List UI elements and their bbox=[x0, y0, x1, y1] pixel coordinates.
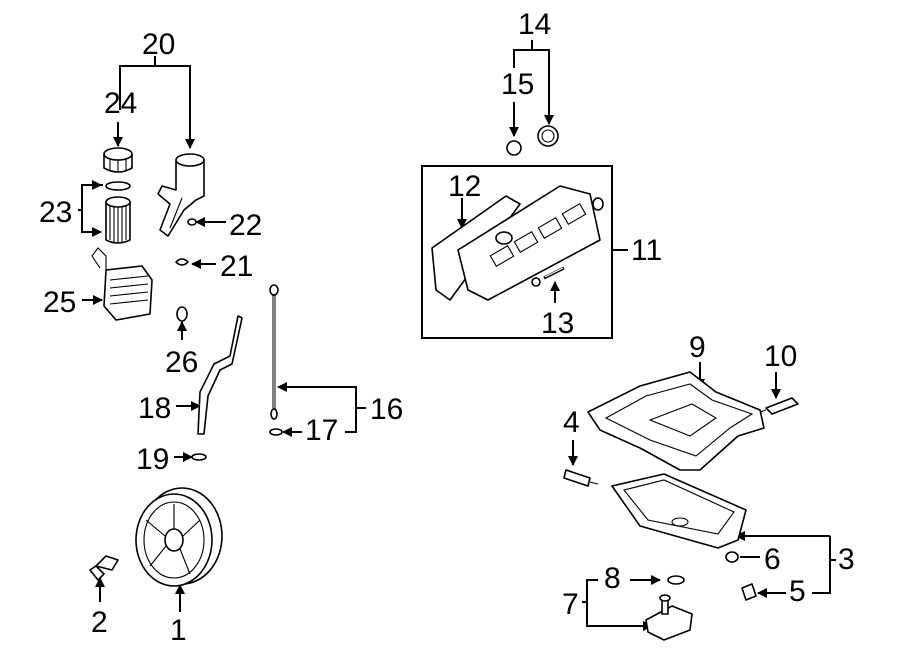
o-ring-8-part bbox=[667, 575, 685, 585]
callout-26: 26 bbox=[165, 346, 198, 379]
cap-gasket-part bbox=[506, 140, 522, 156]
cover-bolt-part bbox=[531, 266, 565, 287]
leader-lines bbox=[78, 40, 836, 631]
oil-filter-cap-part bbox=[103, 147, 133, 173]
sealant-tube-10-part bbox=[759, 397, 799, 415]
callout-10: 10 bbox=[764, 340, 797, 373]
valve-cover-seal-part bbox=[592, 197, 604, 211]
oil-filter-housing-part bbox=[157, 153, 205, 237]
callout-12: 12 bbox=[448, 170, 481, 203]
callout-25: 25 bbox=[43, 286, 76, 319]
lower-oil-pan-part bbox=[611, 473, 747, 549]
pulley-part bbox=[135, 487, 223, 587]
callout-13: 13 bbox=[541, 307, 574, 340]
callout-19: 19 bbox=[136, 443, 169, 476]
callout-22: 22 bbox=[229, 209, 262, 242]
callout-14: 14 bbox=[518, 8, 551, 41]
callout-4: 4 bbox=[563, 406, 580, 439]
callout-8: 8 bbox=[604, 562, 621, 595]
oil-filler-cap-part bbox=[537, 125, 559, 147]
callout-17: 17 bbox=[305, 414, 338, 447]
callout-21: 21 bbox=[220, 250, 253, 283]
oil-cooler-part bbox=[91, 247, 153, 321]
callout-6: 6 bbox=[764, 543, 781, 576]
callout-20: 20 bbox=[142, 28, 175, 61]
o-ring-17-part bbox=[269, 428, 283, 436]
o-ring-19-part bbox=[191, 453, 207, 461]
filter-o-ring-part bbox=[105, 181, 131, 191]
callout-18: 18 bbox=[138, 392, 171, 425]
valve-cover-box bbox=[421, 165, 613, 339]
callout-11: 11 bbox=[631, 234, 662, 267]
callout-2: 2 bbox=[91, 606, 108, 639]
oil-level-sensor-part bbox=[645, 594, 693, 641]
drain-plug-part bbox=[741, 583, 757, 601]
dipstick-part bbox=[269, 284, 279, 420]
callout-16: 16 bbox=[370, 393, 403, 426]
drain-gasket-part bbox=[725, 551, 739, 563]
seal-22-part bbox=[187, 218, 197, 226]
dipstick-tube-part bbox=[197, 315, 243, 435]
callout-9: 9 bbox=[689, 331, 706, 364]
valve-cover-part bbox=[457, 185, 601, 301]
seal-21-part bbox=[175, 258, 189, 266]
callout-3: 3 bbox=[838, 543, 855, 576]
oil-filter-element-part bbox=[105, 196, 131, 244]
sealant-tube-4-part bbox=[563, 469, 599, 487]
bolt-part bbox=[89, 555, 119, 581]
callout-5: 5 bbox=[789, 575, 806, 608]
callout-15: 15 bbox=[501, 68, 534, 101]
callout-1: 1 bbox=[170, 614, 187, 647]
upper-oil-pan-part bbox=[587, 371, 765, 471]
callout-23: 23 bbox=[39, 196, 72, 229]
o-ring-26-part bbox=[176, 306, 188, 322]
callout-7: 7 bbox=[562, 588, 579, 621]
